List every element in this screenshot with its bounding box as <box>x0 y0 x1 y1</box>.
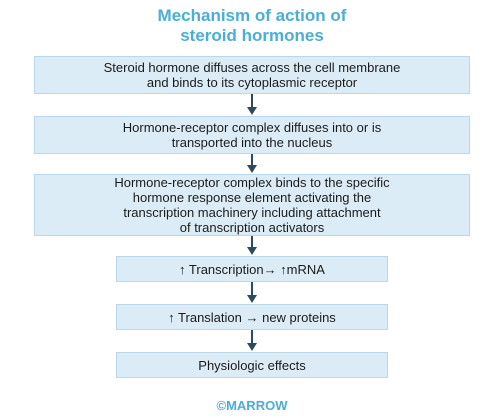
step-3-line-3: transcription machinery including attach… <box>123 205 381 220</box>
step-3-line-2: hormone response element activating the <box>132 190 372 205</box>
down-arrow-icon <box>247 236 257 255</box>
down-arrow-icon <box>247 154 257 173</box>
step-4-text: ↑ Transcription→ ↑mRNA <box>179 261 325 277</box>
step-6-box: Physiologic effects <box>116 352 388 378</box>
step-5-text: ↑ Translation → new proteins <box>168 309 336 325</box>
copyright-footer: ©MARROW <box>216 398 288 413</box>
step-5-box: ↑ Translation → new proteins <box>116 304 388 330</box>
down-arrow-icon <box>247 330 257 351</box>
step-4-box: ↑ Transcription→ ↑mRNA <box>116 256 388 282</box>
step-6-text: Physiologic effects <box>198 357 306 373</box>
title-line-2: steroid hormones <box>180 26 324 45</box>
step-1-line-1: Steroid hormone diffuses across the cell… <box>103 60 401 75</box>
step-2-line-2: transported into the nucleus <box>171 135 333 150</box>
diagram-title: Mechanism of action of steroid hormones <box>0 6 504 46</box>
step-1-box: Steroid hormone diffuses across the cell… <box>34 56 470 94</box>
step-3-box: Hormone-receptor complex binds to the sp… <box>34 174 470 236</box>
step-3-line-4: of transcription activators <box>179 220 325 235</box>
down-arrow-icon <box>247 282 257 303</box>
step-2-box: Hormone-receptor complex diffuses into o… <box>34 116 470 154</box>
down-arrow-icon <box>247 94 257 115</box>
step-3-line-1: Hormone-receptor complex binds to the sp… <box>114 175 390 190</box>
title-line-1: Mechanism of action of <box>157 6 347 25</box>
step-2-line-1: Hormone-receptor complex diffuses into o… <box>122 120 382 135</box>
step-1-line-2: and binds to its cytoplasmic receptor <box>146 75 358 90</box>
